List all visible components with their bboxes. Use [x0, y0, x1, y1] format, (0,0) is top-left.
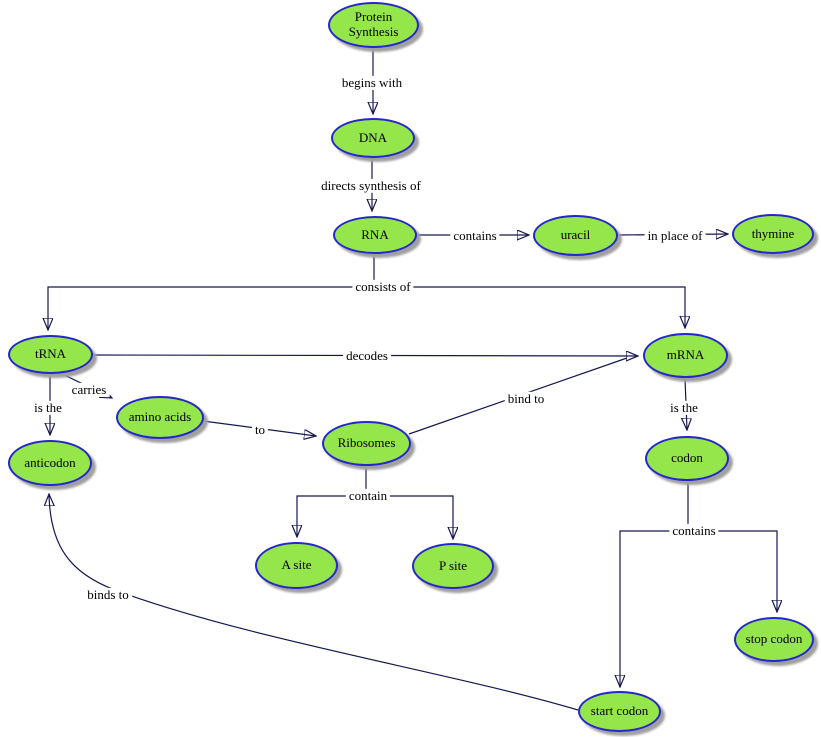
node-mrna[interactable]: mRNA [643, 333, 728, 378]
node-ribosomes[interactable]: Ribosomes [322, 421, 411, 466]
node-dna[interactable]: DNA [331, 118, 415, 158]
node-uracil[interactable]: uracil [533, 215, 618, 256]
edge-label-to-ribosomes[interactable]: to [251, 422, 269, 438]
node-anticodon[interactable]: anticodon [8, 440, 92, 486]
edge-label-is-the-anticodon[interactable]: is the [31, 400, 65, 416]
edge-label-is-the-codon[interactable]: is the [667, 400, 701, 416]
edge-label-consists-of[interactable]: consists of [352, 279, 414, 295]
edge-label-begins-with[interactable]: begins with [338, 75, 406, 91]
node-stop-codon[interactable]: stop codon [734, 617, 814, 662]
edge-line-consists-of-to-trna [48, 286, 374, 330]
edge-line-consists-of-to-mrna [374, 286, 685, 328]
edge-line-contains-to-stop-codon [688, 530, 777, 612]
node-amino-acids[interactable]: amino acids [116, 396, 204, 439]
edge-label-decodes[interactable]: decodes [343, 348, 391, 364]
node-rna[interactable]: RNA [333, 216, 417, 254]
node-protein-synthesis[interactable]: Protein Synthesis [328, 2, 419, 48]
edge-label-in-place-of[interactable]: in place of [644, 228, 706, 244]
edge-label-directs-synthesis-of[interactable]: directs synthesis of [318, 178, 424, 194]
edge-line-contain-to-a-site [297, 495, 366, 537]
node-thymine[interactable]: thymine [732, 214, 814, 254]
edge-line-contain-to-p-site [366, 495, 453, 539]
edge-label-carries[interactable]: carries [68, 382, 110, 398]
node-start-codon[interactable]: start codon [578, 691, 661, 732]
edge-label-contains-codons[interactable]: contains [669, 523, 719, 539]
edge-label-contains-uracil[interactable]: contains [450, 228, 500, 244]
node-p-site[interactable]: P site [412, 543, 494, 589]
node-trna[interactable]: tRNA [8, 335, 93, 374]
node-codon[interactable]: codon [645, 436, 729, 481]
edge-label-bind-to[interactable]: bind to [504, 391, 548, 407]
edge-line-binds-to [49, 494, 579, 711]
edge-label-contain[interactable]: contain [345, 488, 391, 504]
node-a-site[interactable]: A site [255, 542, 338, 589]
edge-label-binds-to[interactable]: binds to [84, 587, 132, 603]
edge-line-contains-to-start-codon [620, 530, 688, 687]
